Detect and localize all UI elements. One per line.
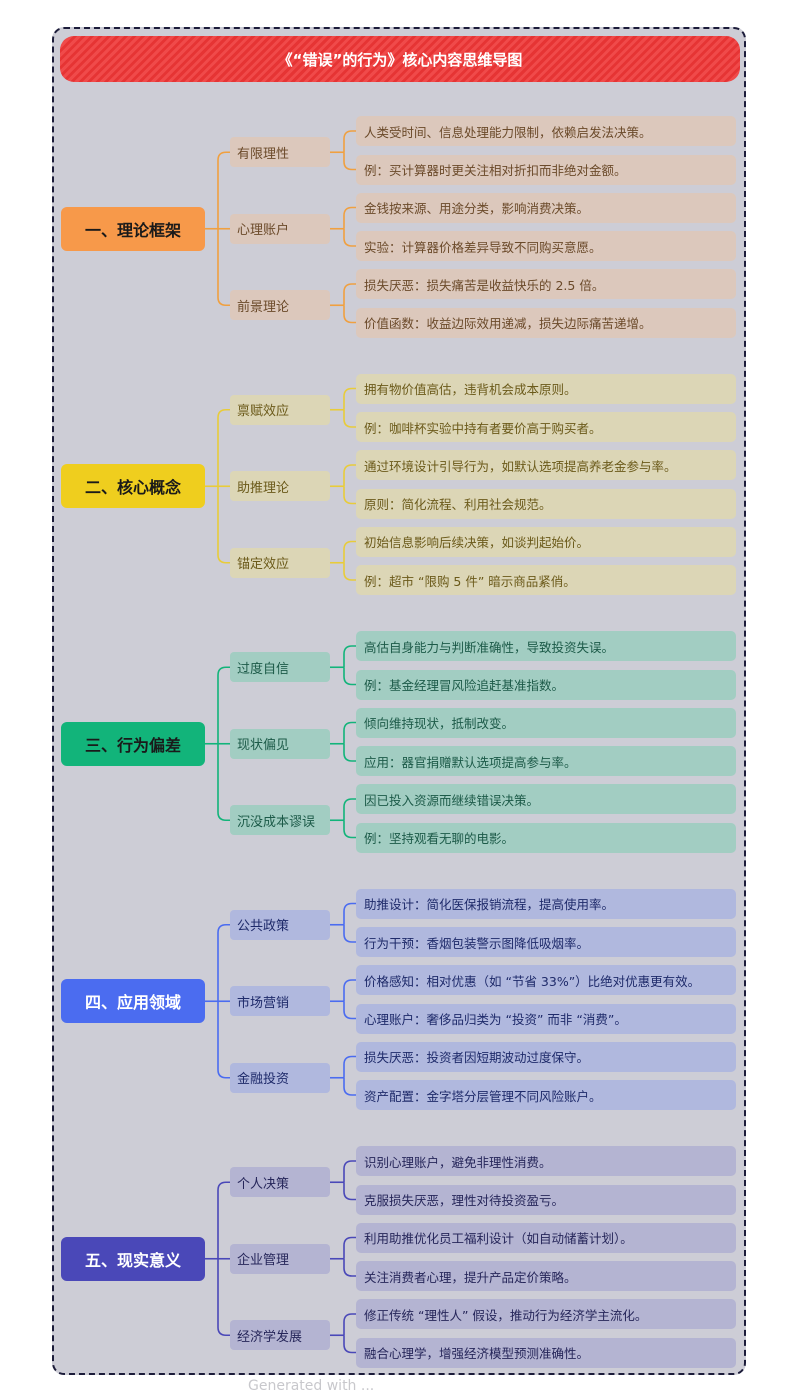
leaf-node: 价值函数：收益边际效用递减，损失边际痛苦递增。 <box>356 307 736 338</box>
leaf-node: 损失厌恶：投资者因短期波动过度保守。 <box>356 1041 736 1072</box>
mindmap-title: 《“错误”的行为》核心内容思维导图 <box>60 36 740 82</box>
leaf-node: 高估自身能力与判断准确性，导致投资失误。 <box>356 631 736 661</box>
root-node: 二、核心概念 <box>61 464 205 509</box>
leaf-node: 利用助推优化员工福利设计（如自动储蓄计划）。 <box>356 1222 736 1253</box>
leaf-node: 实验：计算器价格差异导致不同购买意愿。 <box>356 231 736 261</box>
leaf-node: 原则：简化流程、利用社会规范。 <box>356 488 736 519</box>
leaf-node: 金钱按来源、用途分类，影响消费决策。 <box>356 192 736 223</box>
branch-node: 心理账户 <box>230 213 330 244</box>
leaf-node: 通过环境设计引导行为，如默认选项提高养老金参与率。 <box>356 450 736 480</box>
root-node: 三、行为偏差 <box>61 721 205 766</box>
branch-node: 经济学发展 <box>230 1320 330 1351</box>
leaf-node: 例：坚持观看无聊的电影。 <box>356 822 736 853</box>
branch-node: 锚定效应 <box>230 547 330 578</box>
root-node: 一、理论框架 <box>61 206 205 251</box>
branch-node: 公共政策 <box>230 909 330 940</box>
leaf-node: 克服损失厌恶，理性对待投资盈亏。 <box>356 1184 736 1215</box>
root-node: 四、应用领域 <box>61 979 205 1024</box>
branch-node: 沉没成本谬误 <box>230 805 330 836</box>
leaf-node: 损失厌恶：损失痛苦是收益快乐的 2.5 倍。 <box>356 269 736 299</box>
footer-watermark: Generated with ... <box>248 1378 375 1394</box>
branch-node: 市场营销 <box>230 986 330 1017</box>
leaf-node: 例：基金经理冒风险追赶基准指数。 <box>356 669 736 700</box>
leaf-node: 资产配置：金字塔分层管理不同风险账户。 <box>356 1080 736 1110</box>
branch-node: 过度自信 <box>230 652 330 683</box>
branch-node: 现状偏见 <box>230 728 330 759</box>
leaf-node: 初始信息影响后续决策，如谈判起始价。 <box>356 526 736 557</box>
leaf-node: 例：超市 “限购 5 件” 暗示商品紧俏。 <box>356 565 736 595</box>
leaf-node: 识别心理账户，避免非理性消费。 <box>356 1146 736 1176</box>
branch-node: 禀赋效应 <box>230 394 330 425</box>
leaf-node: 行为干预：香烟包装警示图降低吸烟率。 <box>356 927 736 957</box>
leaf-node: 融合心理学，增强经济模型预测准确性。 <box>356 1337 736 1368</box>
branch-node: 个人决策 <box>230 1167 330 1198</box>
leaf-node: 价格感知：相对优惠（如 “节省 33%”）比绝对优惠更有效。 <box>356 965 736 995</box>
branch-node: 助推理论 <box>230 471 330 502</box>
leaf-node: 拥有物价值高估，违背机会成本原则。 <box>356 373 736 404</box>
branch-node: 有限理性 <box>230 137 330 168</box>
branch-node: 金融投资 <box>230 1062 330 1093</box>
branch-node: 前景理论 <box>230 290 330 321</box>
leaf-node: 例：买计算器时更关注相对折扣而非绝对金额。 <box>356 154 736 185</box>
leaf-node: 因已投入资源而继续错误决策。 <box>356 784 736 814</box>
leaf-node: 助推设计：简化医保报销流程，提高使用率。 <box>356 888 736 919</box>
leaf-node: 修正传统 “理性人” 假设，推动行为经济学主流化。 <box>356 1299 736 1329</box>
leaf-node: 例：咖啡杯实验中持有者要价高于购买者。 <box>356 412 736 442</box>
leaf-node: 关注消费者心理，提升产品定价策略。 <box>356 1261 736 1291</box>
leaf-node: 应用：器官捐赠默认选项提高参与率。 <box>356 746 736 776</box>
leaf-node: 人类受时间、信息处理能力限制，依赖启发法决策。 <box>356 116 736 146</box>
leaf-node: 心理账户：奢侈品归类为 “投资” 而非 “消费”。 <box>356 1003 736 1034</box>
branch-node: 企业管理 <box>230 1243 330 1274</box>
root-node: 五、现实意义 <box>61 1236 205 1281</box>
leaf-node: 倾向维持现状，抵制改变。 <box>356 707 736 738</box>
